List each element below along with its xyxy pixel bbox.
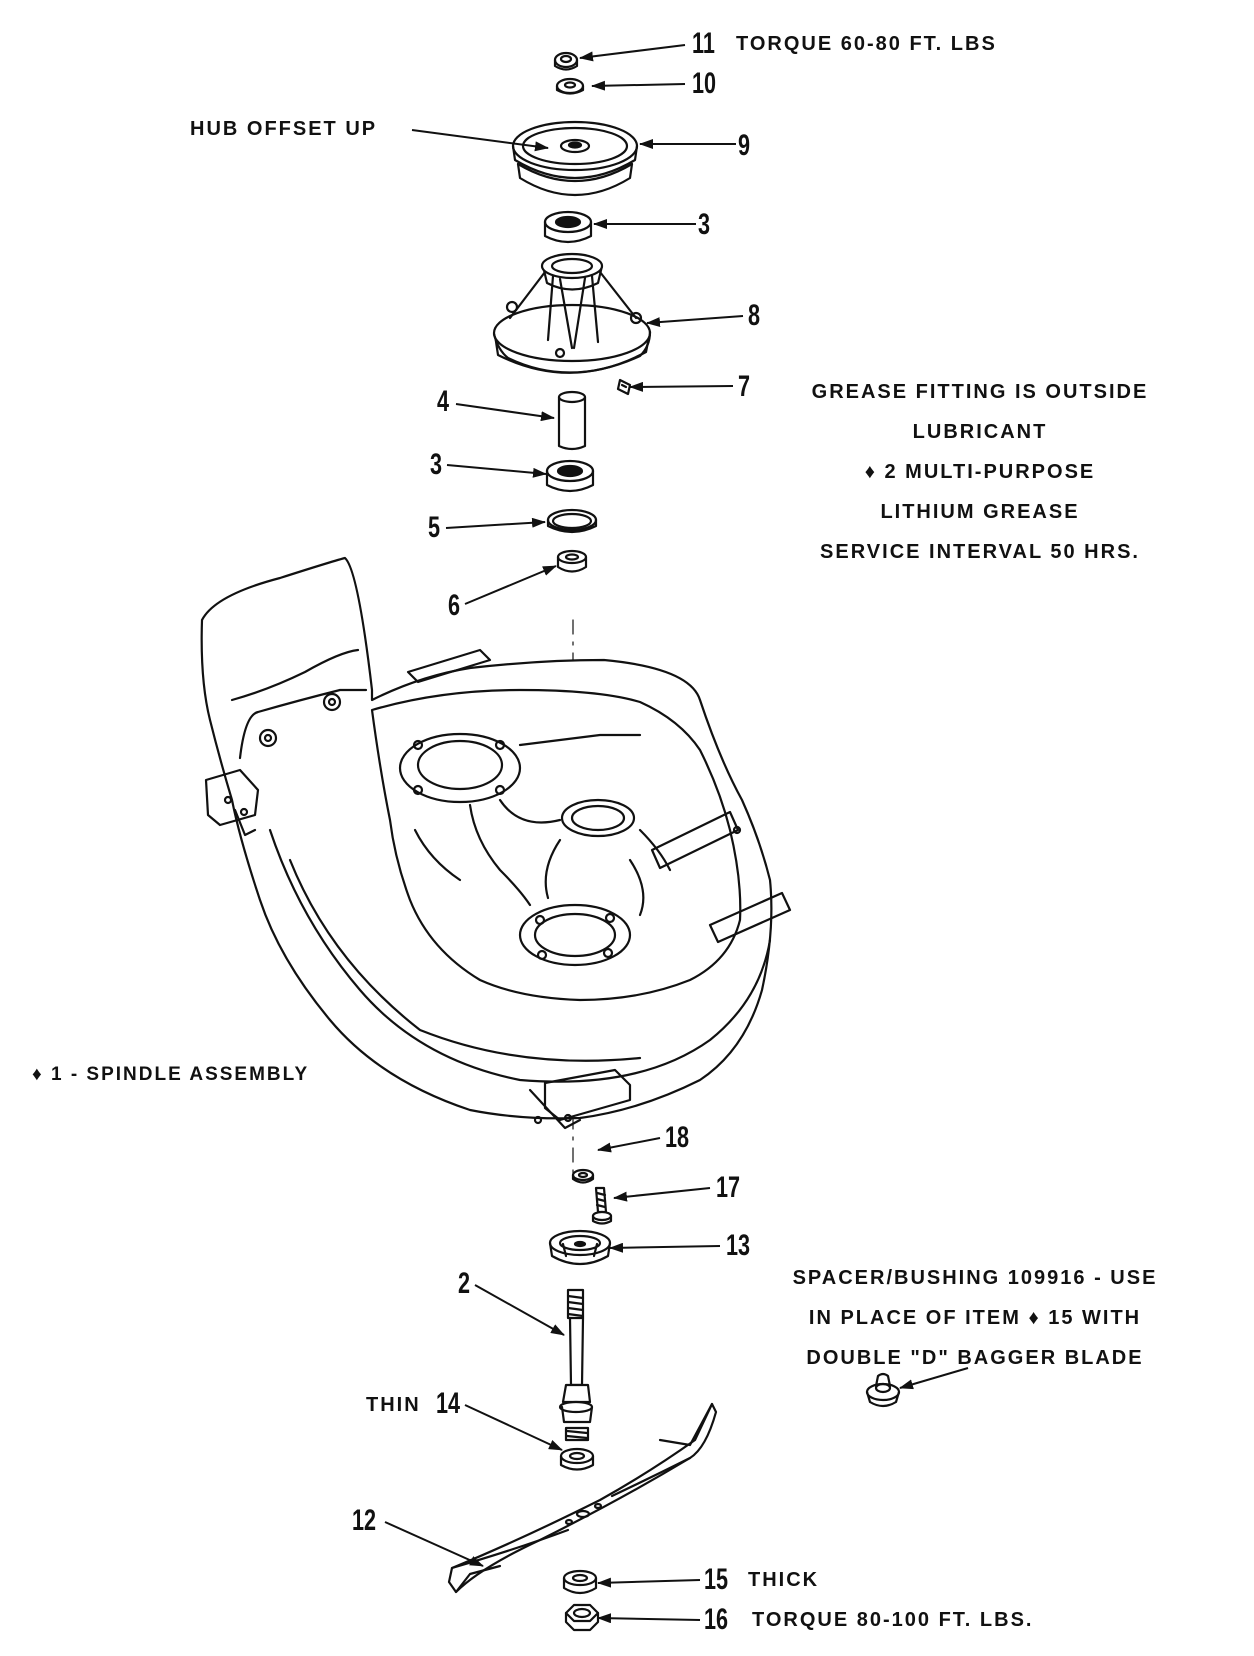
callout-14-number: 14 [436, 1387, 461, 1420]
cup-washer-icon [548, 1229, 612, 1266]
callout-16-text: TORQUE 80-100 FT. LBS. [752, 1609, 1034, 1631]
spindle-shaft-icon [558, 1288, 594, 1442]
bearing-bottom-icon [545, 459, 595, 493]
leader-4 [455, 403, 555, 422]
leader-6 [464, 565, 557, 605]
thick-label: THICK [748, 1569, 820, 1591]
spacer-note-line-1: SPACER/BUSHING 109916 - USE [792, 1267, 1158, 1289]
grease-note-line-3: ♦ 2 MULTI-PURPOSE [864, 461, 1096, 483]
lock-washer-icon [571, 1168, 595, 1184]
collar-icon [556, 549, 588, 573]
spacer-note: SPACER/BUSHING 109916 - USE IN PLACE OF … [770, 1258, 1180, 1378]
grease-fitting-icon [616, 378, 632, 396]
callout-7-number: 7 [738, 370, 751, 403]
callout-9-number: 9 [738, 129, 751, 162]
callout-8-number: 8 [748, 299, 761, 332]
leader-3b [446, 464, 547, 478]
leader-8 [646, 315, 744, 328]
callout-18-number: 18 [665, 1121, 690, 1154]
bearing-top-icon [543, 210, 593, 244]
grease-note-line-2: LUBRICANT [912, 421, 1048, 443]
callout-16-number: 16 [704, 1603, 729, 1636]
spacer-tube-icon [557, 390, 587, 451]
callout-3-bottom-number: 3 [430, 448, 443, 481]
hub-offset-label: HUB OFFSET UP [190, 118, 378, 140]
mower-deck-icon [200, 556, 792, 1130]
leader-2 [474, 1284, 565, 1336]
grease-note-line-5: SERVICE INTERVAL 50 HRS. [820, 541, 1140, 563]
spacer-note-line-3: DOUBLE "D" BAGGER BLADE [806, 1347, 1144, 1369]
spacer-note-line-2: IN PLACE OF ITEM ♦ 15 WITH [808, 1307, 1142, 1329]
bolt-icon [591, 1186, 613, 1225]
leader-hub [411, 129, 549, 152]
snap-ring-icon [546, 508, 598, 534]
hex-nut-icon [564, 1603, 600, 1632]
thick-washer-icon [562, 1569, 598, 1595]
leader-7 [629, 381, 734, 392]
spacer-bushing-icon [865, 1372, 901, 1408]
leader-17 [613, 1187, 711, 1202]
washer-icon [555, 77, 585, 95]
callout-4-number: 4 [437, 385, 450, 418]
callout-3-top-number: 3 [698, 208, 711, 241]
callout-17-number: 17 [716, 1171, 741, 1204]
leader-13 [609, 1242, 721, 1253]
leader-14 [464, 1404, 563, 1451]
grease-note-line-4: LITHIUM GREASE [880, 501, 1080, 523]
callout-2-number: 2 [458, 1267, 471, 1300]
pulley-icon [511, 120, 639, 197]
leader-11 [579, 44, 686, 62]
leader-5 [445, 517, 546, 529]
thin-washer-icon [559, 1447, 595, 1471]
callout-5-number: 5 [428, 511, 441, 544]
callout-6-number: 6 [448, 589, 461, 622]
grease-note-line-1: GREASE FITTING IS OUTSIDE [811, 381, 1149, 403]
leader-16 [597, 1613, 701, 1624]
leader-12 [384, 1521, 484, 1567]
blade-icon [447, 1402, 718, 1594]
leader-18 [597, 1137, 661, 1153]
callout-13-number: 13 [726, 1229, 751, 1262]
callout-11-text: TORQUE 60-80 FT. LBS [736, 33, 997, 55]
grease-note: GREASE FITTING IS OUTSIDE LUBRICANT ♦ 2 … [780, 372, 1180, 572]
callout-15-number: 15 [704, 1563, 729, 1596]
leader-15 [597, 1577, 701, 1588]
spindle-housing-icon [492, 252, 652, 374]
spindle-assembly-label: ♦ 1 - SPINDLE ASSEMBLY [32, 1064, 310, 1085]
leader-10 [591, 80, 686, 91]
thin-label: THIN [366, 1394, 421, 1416]
callout-12-number: 12 [352, 1504, 377, 1537]
callout-11-number: 11 [692, 27, 715, 60]
leader-spacer [899, 1367, 969, 1390]
callout-10-number: 10 [692, 67, 717, 100]
nut-icon [553, 51, 579, 71]
